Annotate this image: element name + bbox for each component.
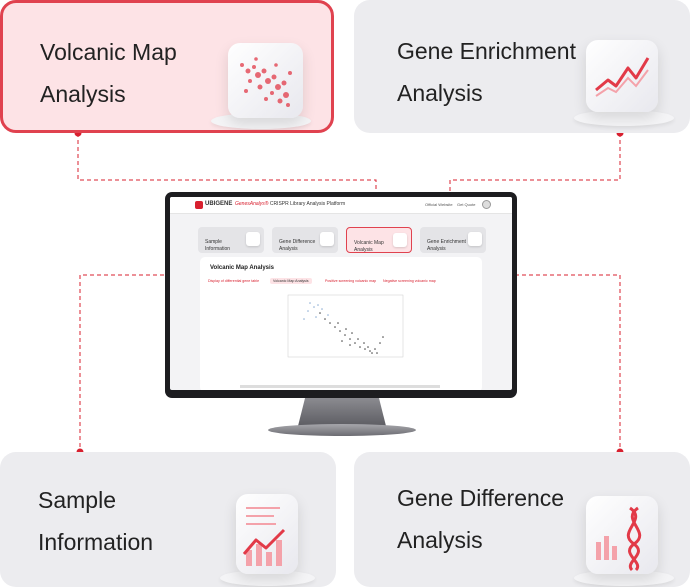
line-chart-icon — [586, 40, 658, 112]
scroll-bar[interactable] — [240, 385, 440, 388]
app-title: GenesAnalys® CRISPR Library Analysis Pla… — [235, 201, 345, 207]
panel-title: Volcanic Map Analysis — [210, 265, 275, 271]
tab-sample-information[interactable]: Sample Information — [198, 227, 264, 253]
card-sample-label: Sample Information — [38, 487, 154, 555]
scatter-icon — [393, 233, 407, 247]
avatar[interactable] — [482, 200, 491, 209]
dna-icon — [320, 232, 334, 246]
document-icon — [246, 232, 260, 246]
tab-label: Gene Enrichment Analysis — [427, 239, 466, 252]
card-enrichment-label: Gene Enrichment Analysis — [397, 38, 576, 106]
pedestal — [574, 110, 674, 126]
card-difference-label: Gene Difference Analysis — [397, 485, 565, 553]
card-sample-information[interactable]: Sample Information — [0, 452, 336, 587]
subtab-positive-volcanic[interactable]: Positive screening volcanic map — [325, 279, 377, 283]
volcano-plot — [287, 294, 404, 358]
tab-gene-difference[interactable]: Gene Difference Analysis — [272, 227, 338, 253]
tab-volcanic-map[interactable]: Volcanic Map Analysis — [346, 227, 412, 253]
document-chart-icon — [236, 494, 298, 574]
app-title-accent: GenesAnalys® — [235, 201, 269, 207]
tab-label: Sample Information — [205, 239, 231, 252]
monitor: UBIGENE GenesAnalys® CRISPR Library Anal… — [165, 192, 517, 398]
logo-icon — [195, 201, 203, 209]
card-volcanic-label: Volcanic Map Analysis — [40, 39, 177, 107]
pedestal — [574, 570, 674, 586]
app-title-text: CRISPR Library Analysis Platform — [269, 201, 346, 207]
subtab-negative-volcanic[interactable]: Negative screening volcanic map — [383, 279, 436, 283]
tab-gene-enrichment[interactable]: Gene Enrichment Analysis — [420, 227, 486, 253]
monitor-screen: UBIGENE GenesAnalys® CRISPR Library Anal… — [170, 197, 512, 390]
monitor-stand-neck — [298, 398, 386, 426]
official-website-link[interactable]: Official Website — [425, 202, 453, 207]
line-chart-icon — [468, 232, 482, 246]
card-volcanic-map[interactable]: Volcanic Map Analysis — [0, 0, 334, 133]
app-header: UBIGENE GenesAnalys® CRISPR Library Anal… — [170, 197, 512, 214]
brand-name: UBIGENE — [205, 201, 233, 207]
subtab-volcanic-map[interactable]: Volcanic Map Analysis — [270, 278, 312, 284]
scatter-icon — [228, 43, 303, 118]
card-gene-enrichment[interactable]: Gene Enrichment Analysis — [354, 0, 690, 133]
get-quote-link[interactable]: Get Quote — [457, 202, 476, 207]
card-gene-difference[interactable]: Gene Difference Analysis — [354, 452, 690, 587]
subtab-differential-table[interactable]: Display of differential gene table — [208, 279, 260, 283]
tab-label: Volcanic Map Analysis — [354, 240, 384, 253]
dna-chart-icon — [586, 496, 658, 574]
analysis-panel: Volcanic Map Analysis Display of differe… — [200, 257, 482, 390]
tab-label: Gene Difference Analysis — [279, 239, 316, 252]
monitor-stand-base — [268, 424, 416, 436]
pedestal — [220, 570, 315, 586]
